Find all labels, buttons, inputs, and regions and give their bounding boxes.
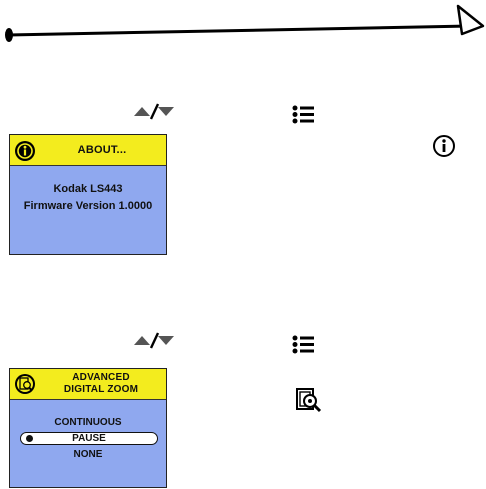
about-screen: ABOUT... Kodak LS443 Firmware Version 1.…	[9, 134, 167, 255]
about-line-model: Kodak LS443	[10, 181, 166, 198]
zoom-title-line-1: ADVANCED	[36, 372, 166, 384]
menu-list-icon	[292, 335, 316, 355]
zoom-option-continuous[interactable]: CONTINUOUS	[10, 417, 166, 428]
zoom-title-line-2: DIGITAL ZOOM	[36, 384, 166, 396]
up-down-arrows-icon	[132, 103, 176, 121]
zoom-header: ADVANCED DIGITAL ZOOM	[10, 369, 166, 400]
advanced-zoom-icon	[14, 373, 38, 396]
zoom-screen: ADVANCED DIGITAL ZOOM CONTINUOUS PAUSE N…	[9, 368, 167, 488]
page-arrow-icon	[0, 0, 486, 45]
up-down-arrows-icon	[132, 332, 176, 350]
about-header: ABOUT...	[10, 135, 166, 166]
info-icon	[432, 134, 456, 158]
info-icon	[14, 140, 36, 162]
zoom-option-pause[interactable]: PAUSE	[20, 432, 158, 445]
advanced-zoom-icon	[295, 387, 323, 413]
about-line-firmware: Firmware Version 1.0000	[10, 198, 166, 215]
menu-list-icon	[292, 105, 316, 125]
about-title: ABOUT...	[38, 144, 166, 156]
zoom-option-none[interactable]: NONE	[10, 449, 166, 460]
selected-radio-icon	[26, 435, 33, 442]
zoom-option-pause-label: PAUSE	[72, 433, 106, 444]
